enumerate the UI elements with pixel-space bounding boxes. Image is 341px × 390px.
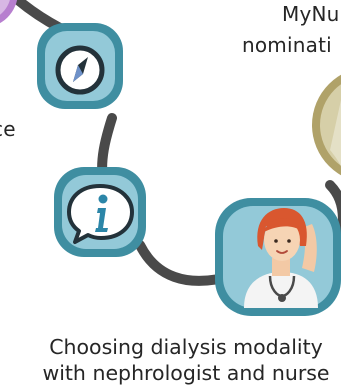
left-cut-label: ce xyxy=(0,117,16,141)
caption-line-1: Choosing dialysis modality xyxy=(49,335,323,359)
nurse-nomination-label-line1: MyNu xyxy=(282,2,340,26)
nurse-avatar-icon[interactable] xyxy=(215,198,341,316)
caption-line-2: with nephrologist and nurse xyxy=(42,361,330,385)
dialysis-modality-caption: Choosing dialysis modality with nephrolo… xyxy=(0,334,341,386)
partial-purple-node-icon xyxy=(0,0,18,24)
partial-avatar-icon xyxy=(312,74,341,176)
info-speech-icon[interactable] xyxy=(54,167,146,257)
nurse-nomination-label-line2: nominati xyxy=(242,33,332,57)
journey-path xyxy=(13,0,341,286)
compass-icon[interactable] xyxy=(37,23,123,109)
